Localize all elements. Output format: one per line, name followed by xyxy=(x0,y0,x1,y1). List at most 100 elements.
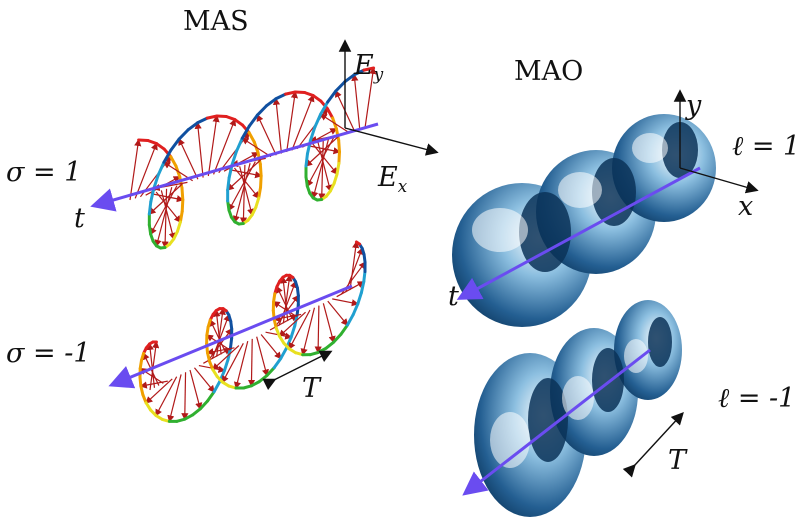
helix-segment xyxy=(226,199,231,212)
field-vector-arrow xyxy=(351,73,361,130)
helix-segment xyxy=(257,185,263,200)
mao-period-arrow xyxy=(622,411,684,478)
helix-segment xyxy=(228,336,234,351)
helix-segment xyxy=(215,114,228,119)
field-vector-arrow xyxy=(167,374,182,423)
helix-segment xyxy=(147,223,153,236)
field-vector-arrow xyxy=(306,137,335,188)
helix-segment xyxy=(343,73,356,84)
helix-segment xyxy=(345,313,355,327)
helix-segment xyxy=(304,152,309,168)
helix-segment xyxy=(146,139,159,146)
field-vector-arrow xyxy=(160,190,176,241)
helix-segment xyxy=(362,270,367,284)
field-vector-arrow xyxy=(272,301,297,318)
helix-segment xyxy=(233,118,245,127)
field-vector-arrow xyxy=(322,303,336,344)
helix-segment xyxy=(149,187,156,204)
helix-segment xyxy=(335,161,341,176)
helix-segment xyxy=(180,186,185,202)
field-vector-arrow xyxy=(327,300,349,327)
helix-segment xyxy=(230,149,238,167)
helix-segment xyxy=(180,198,185,213)
helix-segment xyxy=(339,323,349,336)
helix-segment xyxy=(356,291,363,306)
field-vector-arrow xyxy=(349,240,360,291)
mao-top-propagation-axis xyxy=(456,166,701,300)
helix-segment xyxy=(352,68,366,77)
field-vector-arrow xyxy=(194,121,204,178)
field-vector-arrow xyxy=(291,94,315,151)
field-vector-arrow xyxy=(189,369,203,410)
helix-segment xyxy=(178,209,184,224)
helix-segment xyxy=(247,131,256,144)
helix-segment xyxy=(332,332,343,344)
helix-segment xyxy=(224,115,237,122)
field-vector-arrow xyxy=(149,340,160,391)
helix-segment xyxy=(162,148,173,164)
helix-segment xyxy=(264,97,278,108)
helix-segment xyxy=(319,99,329,111)
field-vector-arrow xyxy=(241,137,272,158)
mao-bottom-propagation-axis xyxy=(462,348,651,496)
field-vector-arrow xyxy=(364,66,377,129)
field-vector-arrow xyxy=(311,139,330,200)
field-vector-arrow xyxy=(256,113,277,156)
field-vector-arrow xyxy=(213,309,222,355)
field-vector-arrow xyxy=(222,343,244,384)
helix-segment xyxy=(303,91,315,98)
helix-segment xyxy=(240,124,251,140)
helix-segment xyxy=(279,346,288,360)
helix-segment xyxy=(241,123,251,135)
field-vector-arrow xyxy=(300,307,316,356)
field-vector-arrow xyxy=(314,305,322,354)
helix-segment xyxy=(362,66,376,72)
field-vector-arrow xyxy=(178,137,199,180)
ex-ey-axes xyxy=(338,39,439,156)
ell-neg-label: ℓ = -1 xyxy=(718,383,796,414)
field-vector-arrow xyxy=(305,135,340,167)
sigma-neg-label: σ = -1 xyxy=(6,338,91,369)
field-vector-arrow xyxy=(228,161,256,212)
helix-segment xyxy=(212,379,222,394)
field-vector-arrow xyxy=(273,313,302,322)
field-vector-arrow xyxy=(272,97,283,154)
field-vector-arrow xyxy=(286,90,298,153)
helix-segment xyxy=(178,175,184,190)
helix-segment xyxy=(169,137,181,152)
field-vector-arrow xyxy=(209,319,227,353)
mao-ell-neg-surface xyxy=(474,300,682,517)
mao-ell-pos-surface xyxy=(452,114,716,327)
helix-segment xyxy=(351,302,360,317)
field-vector-arrow xyxy=(148,183,183,215)
helix-segment xyxy=(359,280,366,295)
field-vector-arrow xyxy=(154,187,173,248)
helix-segment xyxy=(274,92,288,101)
field-vector-arrow xyxy=(216,307,226,357)
helix-segment xyxy=(319,100,330,116)
field-vector-arrow xyxy=(233,167,260,199)
helix-segment xyxy=(226,176,231,192)
field-vector-arrow xyxy=(332,298,359,307)
helix-segment xyxy=(186,121,200,132)
field-vector-arrow xyxy=(207,114,220,177)
field-vector-arrow xyxy=(206,347,235,356)
field-vector-arrow xyxy=(312,143,338,175)
helix-segment xyxy=(234,136,244,153)
field-vector-arrow xyxy=(232,163,251,224)
helix-segment xyxy=(304,175,309,188)
y-axis-label: y xyxy=(686,90,702,121)
t-label-left: t xyxy=(74,203,85,234)
helix-segment xyxy=(152,173,160,191)
helix-segment xyxy=(155,142,166,151)
mas-bottom-propagation-axis xyxy=(108,284,353,389)
helix-segment xyxy=(354,240,362,246)
sigma-pos-label: σ = 1 xyxy=(6,157,82,188)
helix-segment xyxy=(254,196,261,209)
helix-segment xyxy=(284,90,297,96)
helix-segment xyxy=(313,112,323,129)
helix-segment xyxy=(337,138,341,154)
mas-top-propagation-axis xyxy=(90,122,379,212)
helix-segment xyxy=(196,116,209,125)
field-vector-arrow xyxy=(139,380,168,389)
